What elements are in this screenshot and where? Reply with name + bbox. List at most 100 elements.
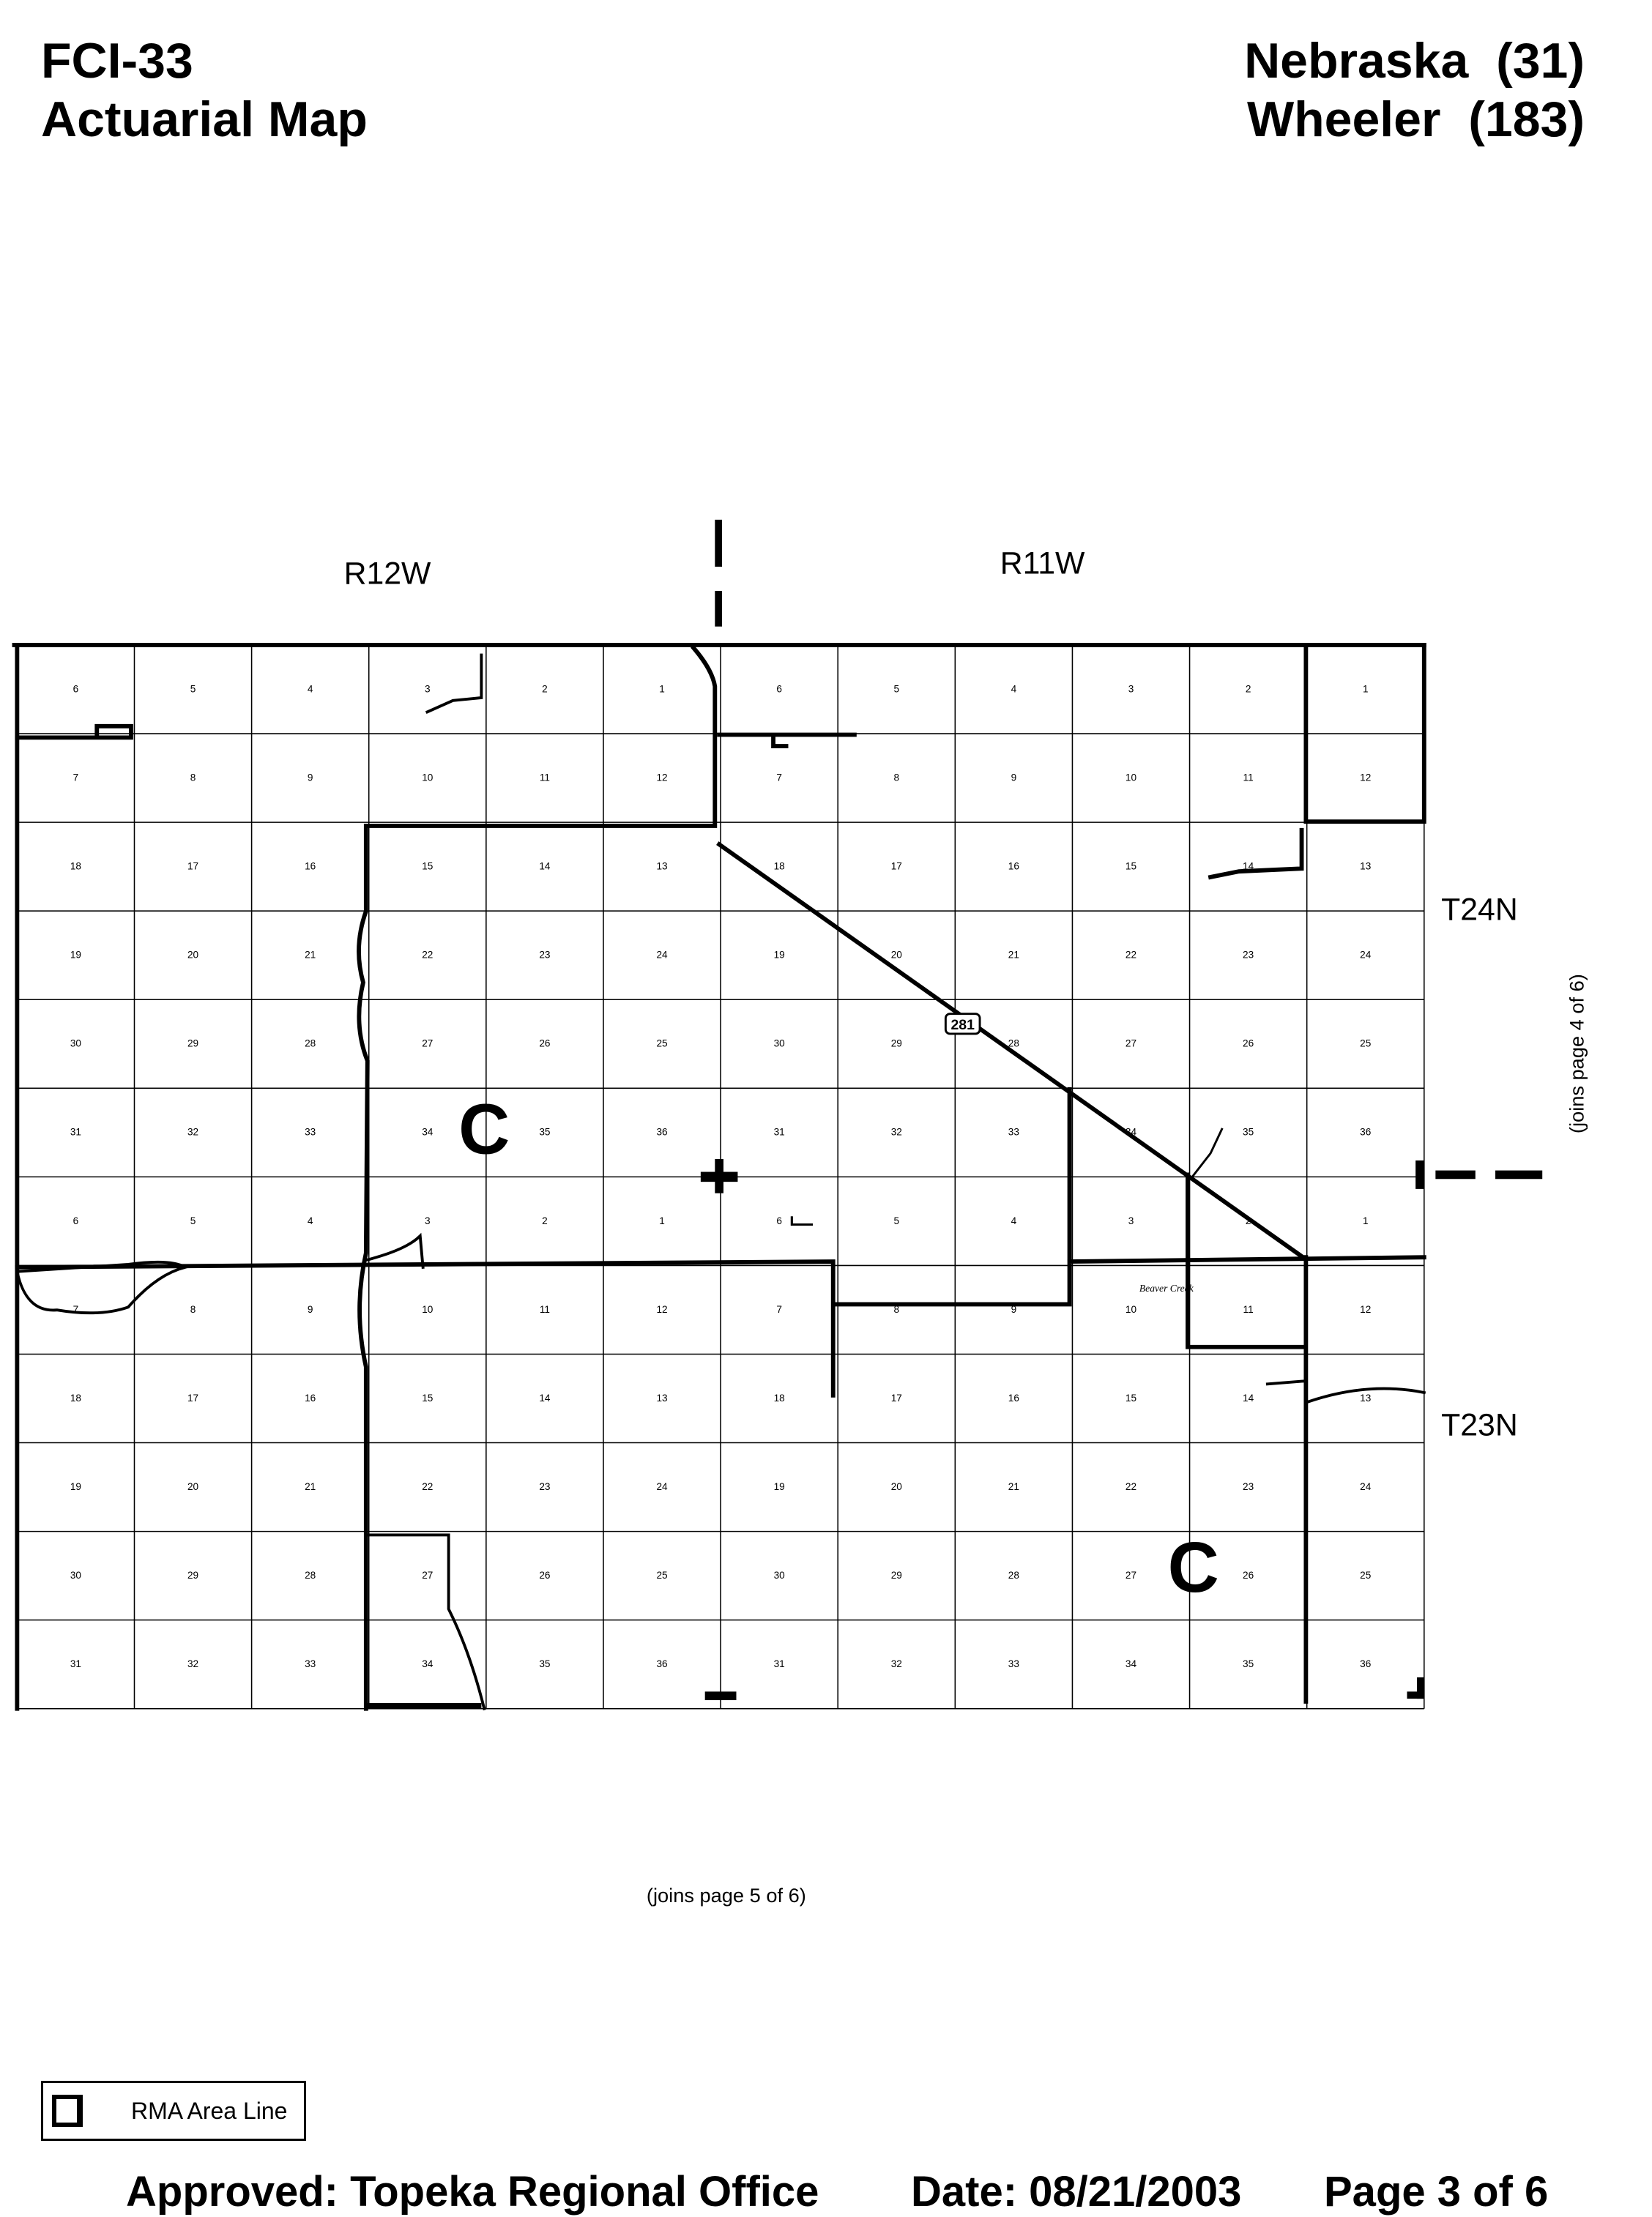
section-number: 21	[305, 950, 316, 961]
section-number: 35	[539, 1658, 550, 1669]
map-title: Actuarial Map	[41, 92, 368, 147]
section-number: 19	[774, 950, 785, 961]
section-number: 36	[656, 1658, 667, 1669]
section-number: 36	[656, 1127, 667, 1138]
section-number: 20	[891, 1481, 903, 1492]
rma-area-lines	[12, 643, 1426, 1711]
section-number: 22	[1125, 950, 1136, 961]
section-number: 30	[774, 1570, 786, 1581]
footer-date: Date: 08/21/2003	[911, 2168, 1242, 2216]
section-number: 17	[891, 1393, 902, 1404]
rma-line-nw	[15, 723, 133, 740]
section-number: 1	[659, 683, 665, 694]
section-number: 32	[187, 1658, 198, 1669]
section-number: 18	[774, 861, 785, 872]
rma-line-sw-creek	[364, 1533, 486, 1711]
section-number: 34	[1125, 1658, 1137, 1669]
section-number: 4	[1011, 1215, 1017, 1226]
section-number: 5	[190, 1215, 196, 1226]
state-label: Nebraska (31)	[1244, 33, 1585, 89]
section-number: 21	[1008, 950, 1019, 961]
section-number: 13	[1360, 861, 1371, 872]
township-label-t24n: T24N	[1441, 892, 1518, 927]
section-number: 30	[774, 1038, 786, 1049]
section-number: 8	[893, 772, 899, 783]
section-number: 6	[776, 683, 782, 694]
creek-se	[1265, 1379, 1426, 1405]
rma-line-n	[717, 732, 857, 748]
section-number: 36	[1360, 1658, 1371, 1669]
section-number: 28	[305, 1570, 316, 1581]
creek-3	[425, 653, 483, 714]
section-number: 35	[1243, 1658, 1254, 1669]
section-number: 19	[70, 950, 81, 961]
section-number: 1	[1363, 683, 1369, 694]
section-number: 18	[70, 1393, 81, 1404]
section-number: 22	[422, 1481, 433, 1492]
section-number: 36	[1360, 1127, 1371, 1138]
section-number: 10	[422, 1304, 434, 1315]
section-number: 7	[73, 1304, 79, 1315]
section-number: 34	[422, 1658, 434, 1669]
section-number: 2	[542, 683, 548, 694]
section-number: 20	[187, 1481, 199, 1492]
section-number: 7	[73, 772, 79, 783]
section-number: 15	[1125, 1393, 1136, 1404]
section-number: 25	[1360, 1570, 1371, 1581]
section-number: 11	[540, 772, 550, 783]
section-number: 5	[893, 1215, 899, 1226]
section-number: 5	[190, 683, 196, 694]
section-number: 23	[539, 1481, 550, 1492]
section-number: 18	[70, 861, 81, 872]
boundary-markers	[367, 519, 1543, 1709]
section-number: 34	[422, 1127, 434, 1138]
section-number: 29	[891, 1038, 902, 1049]
section-number: 3	[425, 683, 431, 694]
section-number: 15	[422, 861, 433, 872]
legend: RMA Area Line	[41, 2081, 306, 2141]
section-number: 27	[422, 1038, 433, 1049]
section-number: 9	[308, 772, 313, 783]
section-number: 25	[656, 1038, 667, 1049]
section-number: 18	[774, 1393, 785, 1404]
section-number: 15	[1125, 861, 1136, 872]
section-number: 31	[70, 1658, 81, 1669]
section-number: 5	[893, 683, 899, 694]
section-number: 28	[305, 1038, 316, 1049]
section-number: 32	[891, 1658, 902, 1669]
rma-line-mid	[15, 1087, 1426, 1398]
section-number: 32	[891, 1127, 902, 1138]
creek-crossing-sw	[364, 1232, 425, 1269]
section-number: 3	[425, 1215, 431, 1226]
section-number: 32	[187, 1127, 198, 1138]
range-label-r11w: R11W	[1000, 546, 1085, 581]
section-number: 27	[1125, 1570, 1136, 1581]
rma-line-c-area	[357, 644, 718, 1711]
section-number: 17	[187, 1393, 198, 1404]
section-number: 17	[891, 861, 902, 872]
section-number: 23	[1243, 1481, 1254, 1492]
section-number: 16	[1008, 861, 1019, 872]
section-number: 9	[308, 1304, 313, 1315]
section-number: 1	[1363, 1215, 1369, 1226]
section-number: 13	[1360, 1393, 1371, 1404]
creek-6	[790, 1216, 814, 1226]
join-tick	[1415, 1160, 1424, 1189]
section-number: 9	[1011, 1304, 1017, 1315]
section-number: 6	[73, 683, 79, 694]
section-number: 14	[539, 861, 551, 872]
section-number: 29	[187, 1038, 198, 1049]
section-number: 15	[422, 1393, 433, 1404]
area-label-c: C	[1168, 1527, 1219, 1607]
rma-area-line-symbol-icon	[52, 2095, 83, 2127]
rma-line-w-creek	[15, 1260, 189, 1315]
join-dash	[1435, 1170, 1476, 1180]
area-label-c: C	[458, 1089, 510, 1169]
rma-line-ne-corner	[1303, 643, 1426, 824]
section-number: 24	[1360, 1481, 1372, 1492]
join-label-right: (joins page 4 of 6)	[1566, 974, 1588, 1133]
range-label-r12w: R12W	[344, 556, 431, 591]
section-number: 10	[422, 772, 434, 783]
section-number: 14	[539, 1393, 551, 1404]
